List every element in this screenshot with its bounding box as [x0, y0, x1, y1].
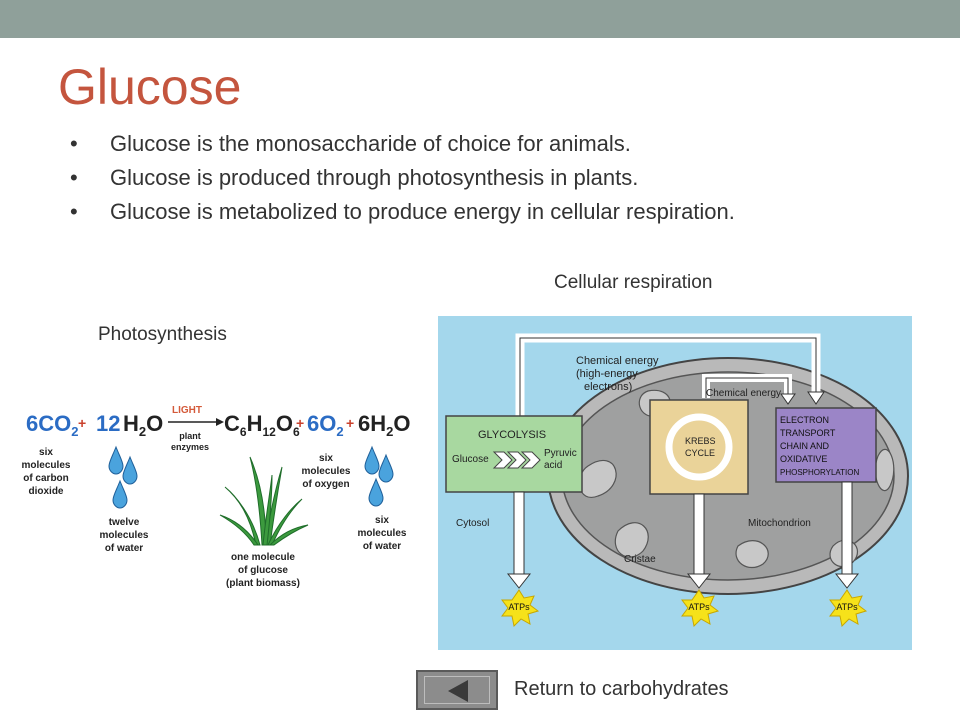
plant-icon: [219, 456, 309, 546]
pyruvic-label: acid: [544, 460, 562, 471]
chem-energy-high-label: Chemical energy: [576, 355, 659, 367]
chem-energy-high-label: (high-energy: [576, 368, 638, 380]
co2-formula: 6CO2: [26, 411, 78, 439]
respiration-svg: Chemical energy (high-energy electrons) …: [445, 333, 909, 628]
bullet-item: •Glucose is metabolized to produce energ…: [70, 199, 735, 224]
slide-title: Glucose: [58, 59, 242, 115]
chevron-arrows-icon: [492, 451, 541, 469]
water-desc-line: twelve: [109, 517, 140, 528]
water-desc-line: molecules: [100, 530, 149, 541]
oxygen-desc-line: molecules: [302, 466, 351, 477]
respiration-diagram: Chemical energy (high-energy electrons) …: [438, 316, 912, 650]
co2-desc-line: of carbon: [23, 473, 69, 484]
chem-energy-label: Chemical energy: [706, 388, 781, 399]
energy-flow-outline: [705, 377, 789, 398]
water-count: 12: [96, 411, 120, 436]
enzyme-label-line: enzymes: [171, 442, 209, 452]
svg-text:ATPs: ATPs: [688, 602, 710, 612]
atp-burst-icon: ATPs: [829, 589, 868, 628]
co2-desc-line: molecules: [22, 460, 71, 471]
water-formula: H2O: [123, 411, 163, 439]
plus-sign: +: [78, 415, 86, 431]
krebs-label: CYCLE: [685, 448, 715, 458]
co2-desc-line: six: [39, 447, 53, 458]
chem-energy-high-label: electrons): [584, 381, 632, 393]
etc-label: PHOSPHORYLATION: [780, 468, 860, 477]
water-out-desc-line: molecules: [358, 528, 407, 539]
glucose-desc-line: one molecule: [231, 552, 295, 563]
glycolysis-label: GLYCOLYSIS: [478, 429, 546, 441]
plus-sign: +: [296, 415, 304, 431]
respiration-caption: Cellular respiration: [554, 272, 713, 293]
bullet-list: •Glucose is the monosaccharide of choice…: [70, 127, 735, 229]
glucose-desc-line: of glucose: [238, 565, 288, 576]
krebs-cycle-icon: [665, 413, 733, 481]
top-bar: [0, 0, 960, 38]
atp-arrows: [506, 481, 860, 589]
glucose-label: Glucose: [452, 454, 489, 465]
plus-sign: +: [346, 415, 354, 431]
light-label: LIGHT: [172, 405, 202, 416]
water-drops-icon: [364, 445, 394, 507]
water-drops-icon: [108, 445, 138, 509]
svg-text:ATPs: ATPs: [836, 602, 858, 612]
svg-text:ATPs: ATPs: [508, 602, 530, 612]
photosynthesis-diagram: 6CO2 + 12 H2O LIGHT plant enzymes C6H12O…: [22, 405, 410, 589]
arrow-head: [216, 418, 224, 426]
pyruvic-label: Pyruvic: [544, 448, 577, 459]
glucose-desc-line: (plant biomass): [226, 578, 300, 589]
water-out-desc-line: of water: [363, 541, 401, 552]
arrow-head: [780, 393, 796, 405]
etc-label: CHAIN AND: [780, 441, 830, 451]
back-arrow-icon: [448, 680, 468, 702]
water-desc-line: of water: [105, 543, 143, 554]
atp-burst-icon: ATPs: [501, 589, 540, 628]
bullet-item: •Glucose is the monosaccharide of choice…: [70, 131, 631, 156]
co2-desc-line: dioxide: [28, 486, 63, 497]
etc-label: ELECTRON: [780, 415, 829, 425]
cristae-label: Cristae: [624, 554, 656, 565]
bullet-item: •Glucose is produced through photosynthe…: [70, 165, 639, 190]
etc-label: OXIDATIVE: [780, 454, 827, 464]
mitochondrion-label: Mitochondrion: [748, 518, 811, 529]
atp-burst-icon: ATPs: [681, 589, 720, 628]
arrow-head: [807, 391, 825, 405]
oxygen-formula: 6O2: [307, 411, 344, 439]
oxygen-desc-line: of oxygen: [302, 479, 349, 490]
glucose-formula: C6H12O6: [224, 411, 300, 439]
back-button-bevel: [424, 676, 490, 704]
cytosol-label: Cytosol: [456, 518, 489, 529]
etc-box: [775, 407, 877, 483]
water-out-desc-line: six: [375, 515, 389, 526]
krebs-label: KREBS: [685, 436, 716, 446]
energy-flow-outline: [519, 337, 817, 418]
water-out-formula: 6H2O: [358, 411, 410, 439]
enzyme-label-line: plant: [179, 431, 201, 441]
back-button[interactable]: [416, 670, 498, 710]
return-to-carbohydrates-link[interactable]: Return to carbohydrates: [514, 678, 729, 700]
etc-label: TRANSPORT: [780, 428, 836, 438]
photosynthesis-caption: Photosynthesis: [98, 324, 227, 345]
oxygen-desc-line: six: [319, 453, 333, 464]
